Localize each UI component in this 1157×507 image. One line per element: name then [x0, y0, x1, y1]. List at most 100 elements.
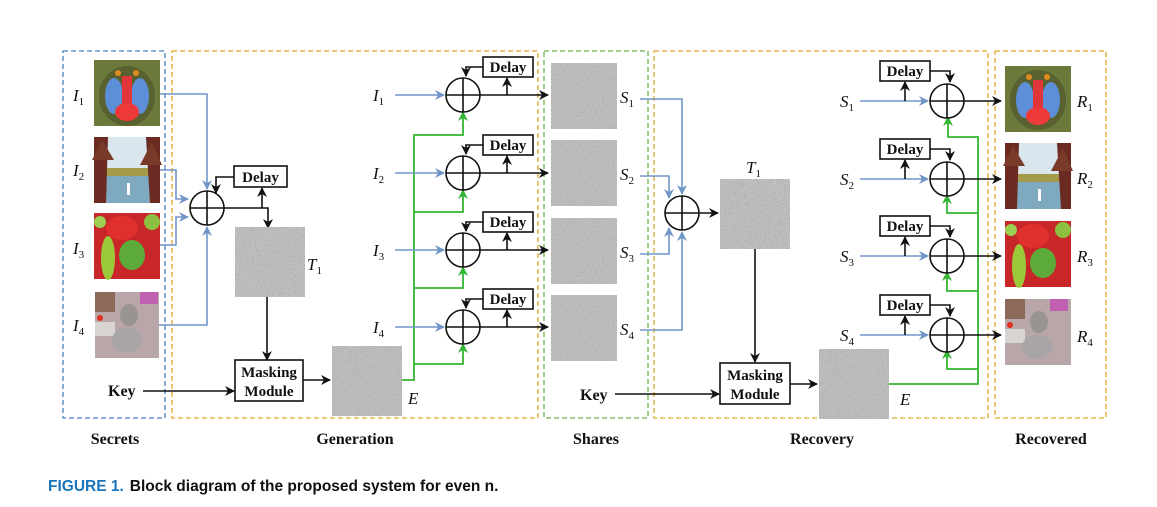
xor-icon-generation-4 — [445, 309, 481, 345]
xor-icon-recovery-2 — [929, 161, 965, 197]
generation-e-bus — [402, 111, 468, 381]
xor-icon-recovery-1 — [929, 83, 965, 119]
recovered-image-2 — [1003, 143, 1073, 209]
svg-text:Delay: Delay — [490, 215, 527, 231]
section-title-recovery: Recovery — [790, 431, 854, 448]
key-label-recovery: Key — [580, 387, 608, 404]
section-title-recovered: Recovered — [1015, 431, 1087, 448]
recovery-key-connectors — [615, 379, 818, 399]
share-image-1 — [551, 63, 617, 129]
share-label-3: S3 — [620, 243, 635, 265]
xor-icon-generation-2 — [445, 155, 481, 191]
svg-text:Module: Module — [244, 384, 294, 400]
secret-label-1: I1 — [72, 86, 84, 108]
section-box-shares — [543, 50, 649, 419]
svg-text:Delay: Delay — [242, 170, 279, 186]
e-label-recovery: E — [899, 390, 911, 409]
svg-text:Masking: Masking — [241, 365, 297, 381]
recovery-input-label-1: S1 — [840, 92, 854, 114]
delay-block-generation-4: Delay — [482, 288, 534, 310]
figure-caption-label: FIGURE 1. — [48, 478, 124, 495]
delay-block-recovery-3: Delay — [879, 215, 931, 237]
svg-text:Delay: Delay — [490, 292, 527, 308]
temp-label-recovery: T1 — [746, 158, 761, 180]
xor-icon-recovery-4 — [929, 317, 965, 353]
delay-block-generation-1: Delay — [482, 56, 534, 78]
secret-label-2: I2 — [72, 161, 84, 183]
svg-text:Delay: Delay — [490, 60, 527, 76]
section-title-secrets: Secrets — [91, 431, 140, 448]
secret-label-4: I4 — [72, 316, 85, 338]
share-connectors — [640, 98, 687, 331]
xor-icon-recovery-combine — [664, 195, 700, 231]
secret-connectors — [159, 93, 212, 326]
recovery-delay-feedback-2 — [930, 148, 955, 161]
share-label-2: S2 — [620, 165, 634, 187]
recovered-image-1 — [1005, 66, 1071, 132]
delay-block-generation-2: Delay — [482, 134, 534, 156]
section-box-generation — [171, 50, 539, 419]
masking-module-generation: Masking Module — [234, 359, 304, 402]
masking-module-recovery: Masking Module — [719, 362, 791, 405]
temp-image-t1-generation — [235, 227, 305, 297]
delay-block-recovery-4: Delay — [879, 294, 931, 316]
section-title-shares: Shares — [573, 431, 619, 448]
generation-input-label-2: I2 — [372, 164, 384, 186]
recovered-label-4: R4 — [1076, 327, 1093, 349]
recovered-image-4 — [1005, 299, 1071, 365]
recovered-label-2: R2 — [1076, 169, 1093, 191]
key-label-generation: Key — [108, 383, 136, 400]
svg-text:Masking: Masking — [727, 368, 783, 384]
svg-text:Delay: Delay — [887, 64, 924, 80]
recovery-input-label-3: S3 — [840, 247, 855, 269]
svg-text:Delay: Delay — [887, 298, 924, 314]
section-title-generation: Generation — [316, 431, 393, 448]
temp-label-generation: T1 — [307, 255, 322, 277]
figure-caption: FIGURE 1. Block diagram of the proposed s… — [48, 478, 498, 496]
recovery-input-label-2: S2 — [840, 170, 854, 192]
delay-block-generation-3: Delay — [482, 211, 534, 233]
secret-image-4 — [95, 292, 159, 358]
generation-delay-feedback-3 — [461, 221, 483, 232]
block-diagram: Secrets Generation Shares Recovery Recov… — [62, 50, 1107, 448]
recovered-label-3: R3 — [1076, 247, 1093, 269]
generation-input-label-1: I1 — [372, 86, 384, 108]
xor-icon-generation-combine — [189, 190, 225, 226]
generation-input-label-3: I3 — [372, 241, 385, 263]
temp-image-t1-recovery — [720, 179, 790, 249]
e-label-generation: E — [407, 389, 419, 408]
delay-block-generation-combine: Delay — [233, 165, 288, 188]
secret-label-3: I3 — [72, 239, 85, 261]
share-image-4 — [551, 295, 617, 361]
generation-key-connectors — [143, 375, 331, 396]
recovered-label-1: R1 — [1076, 92, 1093, 114]
encryption-image-e-generation — [332, 346, 402, 416]
delay-block-recovery-2: Delay — [879, 138, 931, 160]
generation-delay-feedback-1 — [461, 66, 483, 77]
recovery-delay-feedback-3 — [930, 225, 955, 238]
generation-combine-connectors — [211, 176, 273, 361]
recovery-delay-feedback-4 — [930, 304, 955, 317]
secret-image-1 — [94, 60, 160, 126]
recovery-input-label-4: S4 — [840, 326, 855, 348]
recovered-image-3 — [1005, 221, 1071, 288]
generation-delay-feedback-4 — [461, 298, 483, 309]
generation-delay-feedback-2 — [461, 144, 483, 155]
xor-icon-generation-1 — [445, 77, 481, 113]
encryption-image-e-recovery — [819, 349, 889, 419]
secret-image-3 — [94, 213, 160, 280]
share-image-3 — [551, 218, 617, 284]
xor-icon-recovery-3 — [929, 238, 965, 274]
share-label-4: S4 — [620, 320, 635, 342]
svg-text:Module: Module — [730, 387, 780, 403]
section-box-recovered — [994, 50, 1107, 419]
secret-image-2 — [92, 137, 162, 203]
svg-text:Delay: Delay — [887, 142, 924, 158]
section-box-secrets — [62, 50, 166, 419]
svg-text:Delay: Delay — [887, 219, 924, 235]
share-label-1: S1 — [620, 88, 634, 110]
recovery-delay-feedback-1 — [930, 70, 955, 83]
recovery-e-bus — [889, 116, 979, 385]
svg-text:Delay: Delay — [490, 138, 527, 154]
figure-caption-text: Block diagram of the proposed system for… — [129, 478, 499, 495]
